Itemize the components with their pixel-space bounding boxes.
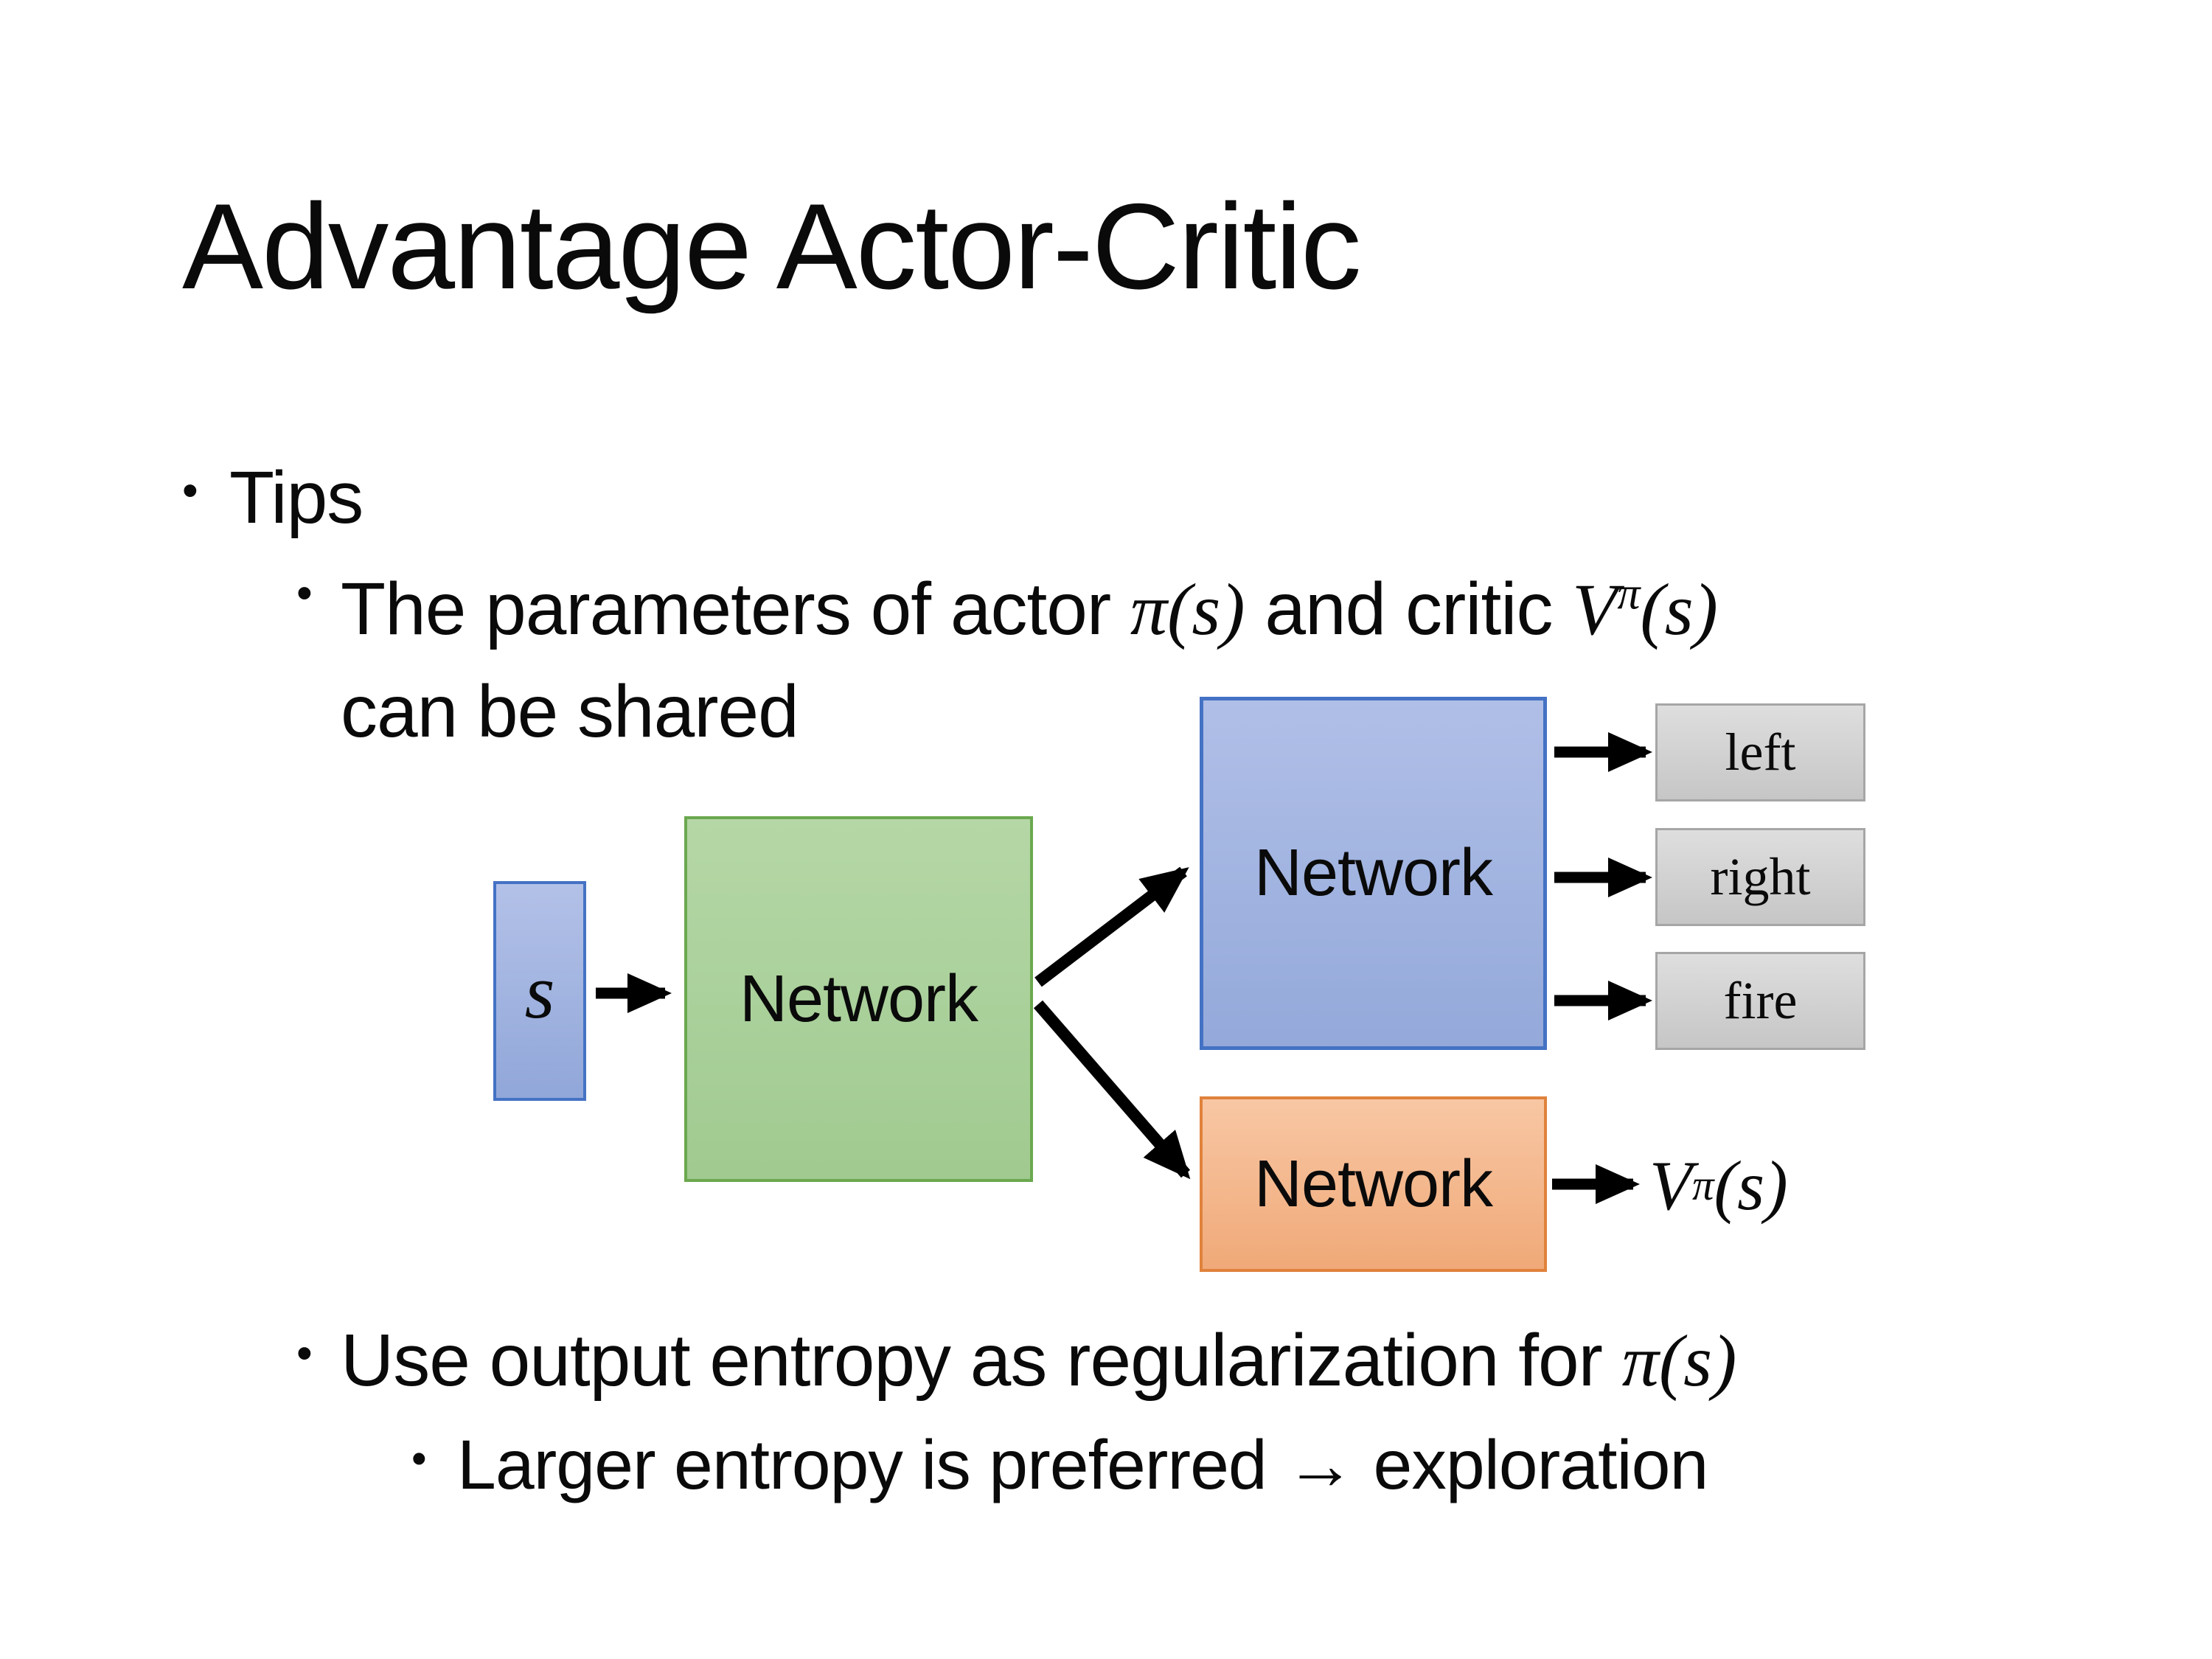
bullet-marker-icon: •	[296, 1328, 313, 1379]
action-box-left: left	[1655, 703, 1865, 801]
entropy-policy-math: π(s)	[1621, 1320, 1737, 1402]
exploration-text: Larger entropy is preferred → exploratio…	[457, 1426, 1708, 1504]
state-label: s	[524, 947, 555, 1034]
arrow-shared-to-critic	[1033, 1000, 1191, 1180]
bullet-exploration: • Larger entropy is preferred → explorat…	[411, 1425, 1708, 1506]
action-label-right: right	[1710, 847, 1811, 906]
value-sup: π	[1617, 568, 1641, 619]
bullet-parameters: • The parameters of actor π(s) and criti…	[296, 558, 1718, 762]
actor-network-box: Network	[1200, 697, 1547, 1050]
action-box-right: right	[1655, 828, 1865, 926]
action-box-fire: fire	[1655, 952, 1865, 1050]
value-args: (s)	[1714, 1146, 1788, 1225]
critic-value-math: Vπ(s)	[1572, 568, 1718, 650]
critic-network-box: Network	[1200, 1096, 1547, 1272]
value-args: (s)	[1640, 568, 1718, 650]
parameters-line-1: The parameters of actor π(s) and critic …	[341, 558, 1718, 661]
bullet-marker-icon: •	[296, 568, 313, 619]
tips-text: Tips	[229, 456, 364, 539]
shared-network-box: Network	[684, 816, 1033, 1182]
action-label-fire: fire	[1723, 971, 1798, 1030]
value-base: V	[1572, 568, 1618, 650]
parameters-text: The parameters of actor π(s) and critic …	[341, 558, 1718, 762]
entropy-pre: Use output entropy as regularization for	[341, 1319, 1622, 1402]
page-title: Advantage Actor-Critic	[182, 178, 1362, 314]
actor-policy-math: π(s)	[1130, 568, 1245, 650]
shared-network-label: Network	[739, 961, 978, 1036]
actor-network-label: Network	[1253, 836, 1493, 910]
parameters-pre: The parameters of actor	[341, 568, 1130, 650]
critic-network-label: Network	[1253, 1147, 1493, 1221]
entropy-text: Use output entropy as regularization for…	[341, 1318, 1736, 1403]
action-label-left: left	[1725, 723, 1796, 782]
bullet-marker-icon: •	[411, 1435, 427, 1483]
state-box: s	[493, 881, 586, 1101]
arrow-shared-to-actor	[1034, 866, 1189, 987]
bullet-marker-icon: •	[182, 465, 198, 516]
parameters-mid: and critic	[1245, 568, 1573, 650]
bullet-entropy: • Use output entropy as regularization f…	[296, 1318, 1736, 1403]
value-base: V	[1649, 1146, 1693, 1225]
parameters-line-2: can be shared	[341, 670, 799, 753]
bullet-tips: • Tips	[182, 456, 364, 540]
